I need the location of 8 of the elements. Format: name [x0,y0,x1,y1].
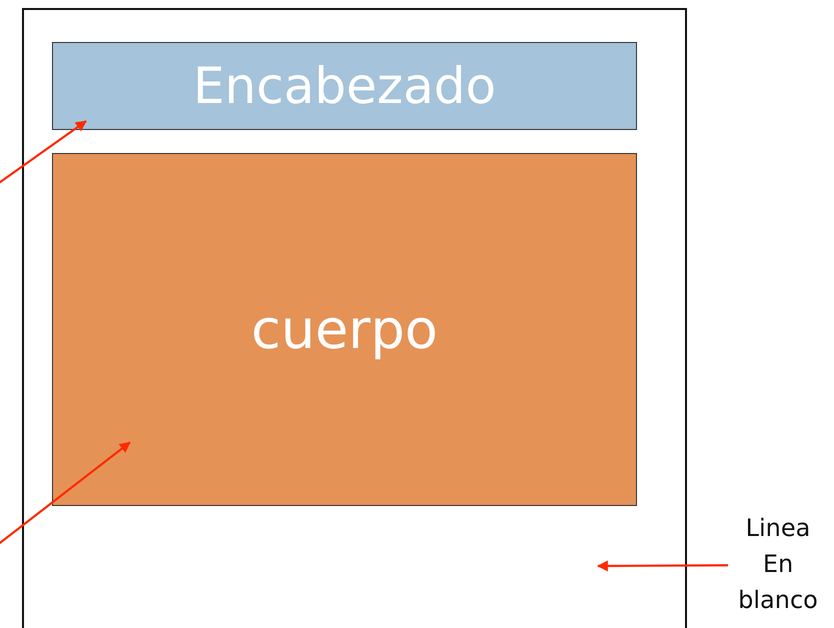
header-box [52,42,637,130]
page-frame [22,8,687,628]
arrow [0,120,87,186]
arrow [0,442,131,547]
note-text: Linea En blanco [737,513,819,616]
header-label: Encabezado [192,61,496,111]
body-box [52,153,637,506]
arrow [596,560,728,572]
